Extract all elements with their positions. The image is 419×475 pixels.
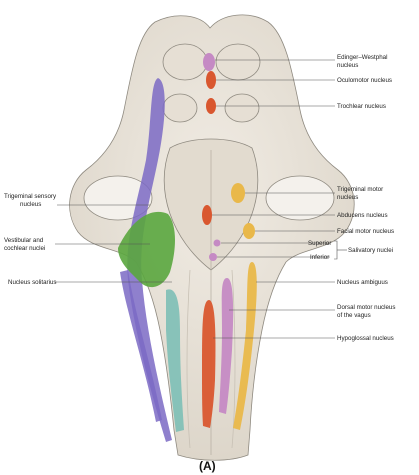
oculomotor-nucleus xyxy=(206,71,216,89)
label-solitarius: Nucleus solitarius xyxy=(8,279,57,286)
left-inferior-colliculus xyxy=(163,94,197,122)
figure-caption: (A) xyxy=(199,459,216,473)
right-superior-colliculus xyxy=(216,44,260,80)
abducens-nucleus xyxy=(202,205,212,225)
inferior-salivatory-nucleus xyxy=(209,253,217,261)
label-inferior: Inferior xyxy=(310,254,329,261)
trigeminal-motor-nucleus xyxy=(231,183,245,203)
label-facial-motor: Facial motor nucleus xyxy=(337,228,394,235)
right-inferior-colliculus xyxy=(225,94,259,122)
left-superior-colliculus xyxy=(163,44,207,80)
label-vestibular-cochlear: Vestibular and cochlear nuclei xyxy=(4,237,45,252)
label-ambiguus: Nucleus ambiguus xyxy=(337,279,388,286)
label-trochlear: Trochlear nucleus xyxy=(337,103,386,110)
label-oculomotor: Oculomotor nucleus xyxy=(337,77,392,84)
label-superior: Superior xyxy=(308,240,331,247)
superior-salivatory-nucleus xyxy=(214,240,221,247)
facial-motor-nucleus xyxy=(243,223,255,239)
label-salivatory: Salivatory nuclei xyxy=(348,247,393,254)
label-trigeminal-motor: Trigeminal motor nucleus xyxy=(337,186,385,201)
label-trigeminal-sensory: Trigeminal sensory nucleus xyxy=(4,193,58,208)
right-peduncle-cut xyxy=(266,176,334,220)
label-edinger-westphal: Edinger–Westphal nucleus xyxy=(337,54,389,69)
edinger-westphal-nucleus xyxy=(203,53,215,71)
label-abducens: Abducens nucleus xyxy=(337,212,388,219)
label-dorsal-vagus: Dorsal motor nucleus of the vagus xyxy=(337,304,397,319)
trochlear-nucleus xyxy=(206,98,216,114)
label-hypoglossal: Hypoglossal nucleus xyxy=(337,335,394,342)
